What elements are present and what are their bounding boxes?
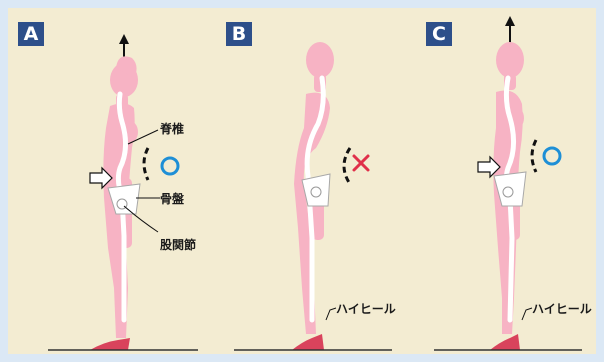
hip-joint-b bbox=[311, 187, 321, 197]
figure-a bbox=[8, 8, 204, 354]
circle-mark-icon bbox=[544, 148, 560, 164]
panel-c: C ハイヒール bbox=[400, 8, 596, 354]
cross-mark-icon bbox=[354, 156, 368, 170]
curve-arc-b bbox=[344, 148, 350, 184]
panel-b: B ハイヒール bbox=[204, 8, 400, 354]
circle-mark-icon bbox=[162, 158, 178, 174]
shoe-b bbox=[292, 334, 324, 350]
label-pelvis: 骨盤 bbox=[160, 190, 184, 207]
shoe-c bbox=[490, 334, 520, 350]
label-hip: 股関節 bbox=[160, 236, 196, 253]
curve-arc-c bbox=[532, 140, 536, 172]
label-heel-b: ハイヒール bbox=[336, 300, 396, 317]
label-heel-c: ハイヒール bbox=[532, 300, 592, 317]
hip-joint-c bbox=[503, 187, 513, 197]
shoe-a bbox=[90, 338, 130, 350]
diagram-frame: A bbox=[8, 8, 596, 354]
panel-a: A bbox=[8, 8, 204, 354]
curve-arc-a bbox=[144, 148, 148, 180]
label-spine: 脊椎 bbox=[160, 120, 184, 137]
